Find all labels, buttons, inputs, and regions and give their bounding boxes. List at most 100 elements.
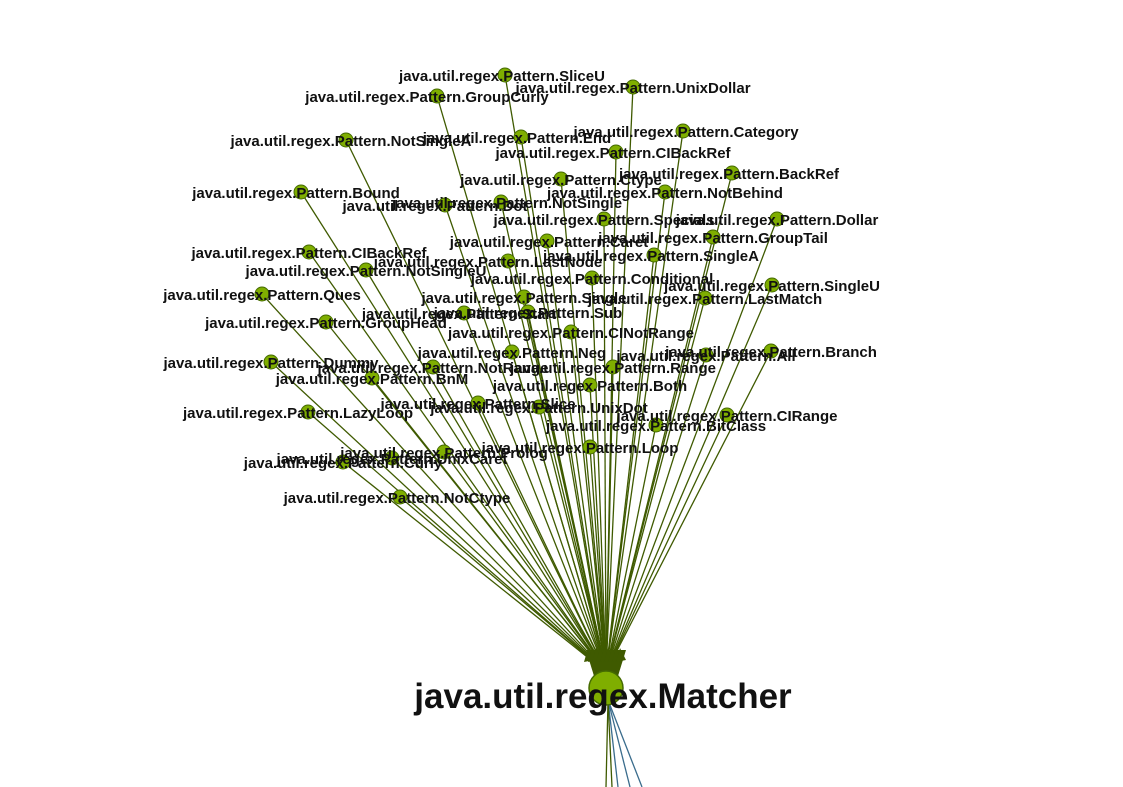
graph-node-label: java.util.regex.Pattern.BackRef bbox=[618, 166, 840, 183]
graph-node[interactable] bbox=[769, 211, 785, 227]
graph-node-label: java.util.regex.Pattern.Specials bbox=[493, 212, 715, 229]
graph-node[interactable] bbox=[392, 489, 408, 505]
edge bbox=[432, 366, 607, 673]
graph-node-label: java.util.regex.Pattern.NotSingleA bbox=[230, 133, 472, 150]
edge bbox=[589, 384, 607, 673]
edge bbox=[463, 312, 607, 673]
graph-nodes bbox=[254, 67, 785, 505]
graph-node[interactable] bbox=[553, 171, 569, 187]
graph-node[interactable] bbox=[429, 88, 445, 104]
graph-node[interactable] bbox=[539, 233, 555, 249]
graph-node-label: java.util.regex.Pattern.CIBackRef bbox=[494, 145, 731, 162]
graph-node-label: java.util.regex.Pattern.LastNode bbox=[373, 254, 602, 271]
graph-node[interactable] bbox=[520, 304, 536, 320]
edge bbox=[605, 218, 778, 673]
edge bbox=[570, 331, 607, 673]
graph-node[interactable] bbox=[698, 347, 714, 363]
graph-node-label: java.util.regex.Pattern.UnixDot bbox=[429, 400, 648, 417]
graph-node[interactable] bbox=[605, 359, 621, 375]
graph-node-label: java.util.regex.Pattern.Prolog bbox=[339, 445, 548, 462]
graph-node[interactable] bbox=[470, 395, 486, 411]
graph-node-label: java.util.regex.Pattern.Sub bbox=[433, 305, 622, 322]
edge bbox=[605, 350, 772, 673]
graph-node[interactable] bbox=[338, 132, 354, 148]
graph-node[interactable] bbox=[500, 253, 516, 269]
graph-node[interactable] bbox=[254, 286, 270, 302]
arrowhead bbox=[616, 648, 626, 662]
edge bbox=[270, 361, 607, 673]
graph-node[interactable] bbox=[675, 123, 691, 139]
graph-node[interactable] bbox=[437, 197, 453, 213]
graph-node-label: java.util.regex.Pattern.Dollar bbox=[675, 212, 879, 229]
hub-node-circle[interactable] bbox=[588, 670, 624, 706]
edge bbox=[511, 351, 607, 673]
graph-node[interactable] bbox=[300, 404, 316, 420]
graph-node[interactable] bbox=[301, 244, 317, 260]
graph-node-label: java.util.regex.Pattern.Start bbox=[361, 306, 556, 323]
graph-node-label: java.util.regex.Pattern.Neg bbox=[417, 345, 606, 362]
graph-node[interactable] bbox=[648, 417, 664, 433]
graph-node[interactable] bbox=[358, 262, 374, 278]
graph-node[interactable] bbox=[456, 305, 472, 321]
graph-node[interactable] bbox=[531, 399, 547, 415]
graph-node[interactable] bbox=[657, 184, 673, 200]
arrowhead-cluster bbox=[584, 648, 626, 676]
graph-node-label: java.util.regex.Pattern.UnixDollar bbox=[514, 80, 750, 97]
graph-node-label: java.util.regex.Pattern.CIBackRef bbox=[190, 245, 427, 262]
graph-node[interactable] bbox=[425, 359, 441, 375]
graph-node[interactable] bbox=[724, 165, 740, 181]
graph-node[interactable] bbox=[764, 277, 780, 293]
graph-node[interactable] bbox=[563, 324, 579, 340]
edge bbox=[399, 496, 607, 673]
edge bbox=[591, 277, 607, 673]
edge bbox=[605, 130, 684, 673]
edge bbox=[546, 240, 607, 673]
graph-node[interactable] bbox=[697, 290, 713, 306]
graph-node-label: java.util.regex.Pattern.Branch bbox=[664, 344, 877, 361]
graph-node[interactable] bbox=[293, 184, 309, 200]
graph-node[interactable] bbox=[625, 79, 641, 95]
graph-node[interactable] bbox=[705, 229, 721, 245]
graph-node[interactable] bbox=[384, 450, 400, 466]
graph-node-label: java.util.regex.Pattern.Caret bbox=[449, 234, 648, 251]
hub-node[interactable]: java.util.regex.Matcher bbox=[413, 670, 792, 716]
graph-node[interactable] bbox=[596, 211, 612, 227]
graph-node[interactable] bbox=[582, 439, 598, 455]
graph-node-label: java.util.regex.Pattern.UnixCaret bbox=[276, 451, 508, 468]
graph-node[interactable] bbox=[318, 314, 334, 330]
graph-node[interactable] bbox=[513, 129, 529, 145]
graph-node-label: java.util.regex.Pattern.GroupTail bbox=[597, 230, 828, 247]
graph-node[interactable] bbox=[335, 454, 351, 470]
graph-node[interactable] bbox=[263, 354, 279, 370]
graph-node-label: java.util.regex.Pattern.LastMatch bbox=[587, 291, 822, 308]
graph-node[interactable] bbox=[436, 444, 452, 460]
edge bbox=[365, 269, 607, 673]
edge bbox=[261, 293, 607, 673]
graph-node[interactable] bbox=[763, 343, 779, 359]
graph-node[interactable] bbox=[584, 270, 600, 286]
graph-node-label: java.util.regex.Pattern.Bound bbox=[191, 185, 400, 202]
graph-node[interactable] bbox=[364, 370, 380, 386]
graph-node[interactable] bbox=[646, 247, 662, 263]
graph-node[interactable] bbox=[504, 344, 520, 360]
graph-node-label: java.util.regex.Pattern.Slice bbox=[379, 396, 575, 413]
graph-node[interactable] bbox=[497, 67, 513, 83]
graph-node[interactable] bbox=[719, 407, 735, 423]
graph-node[interactable] bbox=[608, 144, 624, 160]
edge bbox=[603, 218, 607, 673]
outgoing-edge bbox=[607, 699, 643, 787]
graph-node[interactable] bbox=[493, 194, 509, 210]
graph-node-label: java.util.regex.Pattern.Conditional bbox=[470, 271, 714, 288]
graph-node-label: java.util.regex.Pattern.NotSingleU bbox=[245, 263, 487, 280]
edge bbox=[507, 260, 607, 673]
graph-node-label: java.util.regex.Pattern.Curly bbox=[243, 455, 443, 472]
edge bbox=[605, 424, 657, 673]
graph-node[interactable] bbox=[582, 377, 598, 393]
graph-node-label: java.util.regex.Pattern.NotRange bbox=[317, 360, 549, 377]
graph-node[interactable] bbox=[516, 289, 532, 305]
edge bbox=[589, 446, 607, 673]
outgoing-edge bbox=[607, 699, 631, 787]
graph-node-label: java.util.regex.Pattern.NotSingle bbox=[391, 195, 622, 212]
edge bbox=[605, 414, 728, 673]
graph-node-label: java.util.regex.Pattern.SingleA bbox=[542, 248, 759, 265]
